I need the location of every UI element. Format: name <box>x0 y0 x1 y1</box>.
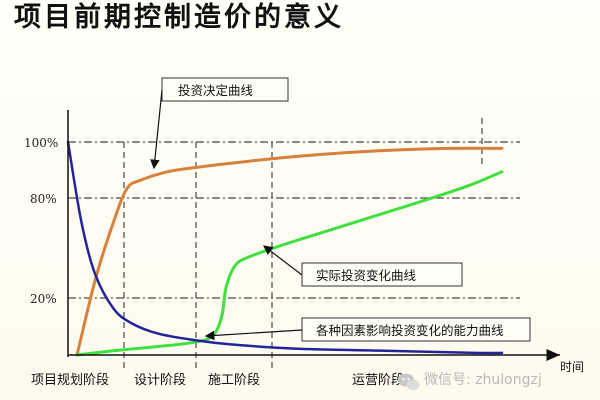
watermark: 微信号: zhulongzj <box>398 372 542 391</box>
callout-box-decision <box>161 77 289 102</box>
callout-arrow-influence <box>204 329 303 341</box>
phase-label-design: 设计阶段 <box>134 373 186 388</box>
phase-label-operation: 运营阶段 <box>352 373 404 388</box>
watermark-text: 微信号: zhulongzj <box>424 372 542 388</box>
callout-label-decision: 投资决定曲线 <box>178 83 254 98</box>
callout-influence: 各种因素影响投资变化的能力曲线 <box>204 317 531 342</box>
ytick-100: 100% <box>24 136 58 150</box>
phase-label-construction: 施工阶段 <box>208 373 260 388</box>
series-line-actual <box>75 170 504 357</box>
callout-label-influence: 各种因素影响投资变化的能力曲线 <box>316 323 504 338</box>
x-axis-label: 时间 <box>560 360 584 374</box>
callout-box-influence <box>301 317 531 342</box>
callout-decision: 投资决定曲线 <box>150 77 289 170</box>
callout-arrow-decision <box>150 89 163 170</box>
series-line-influence <box>66 140 504 355</box>
chart-title: 项目前期控制造价的意义 <box>14 1 344 33</box>
phase-label-planning: 项目规划阶段 <box>31 373 109 388</box>
wechat-icon <box>398 373 420 391</box>
ytick-80: 80% <box>30 192 57 206</box>
ytick-20: 20% <box>30 292 57 306</box>
callout-arrow-actual <box>263 245 303 276</box>
series-line-decision <box>75 146 504 357</box>
callout-label-actual: 实际投资变化曲线 <box>316 268 417 283</box>
callout-actual: 实际投资变化曲线 <box>263 245 463 287</box>
